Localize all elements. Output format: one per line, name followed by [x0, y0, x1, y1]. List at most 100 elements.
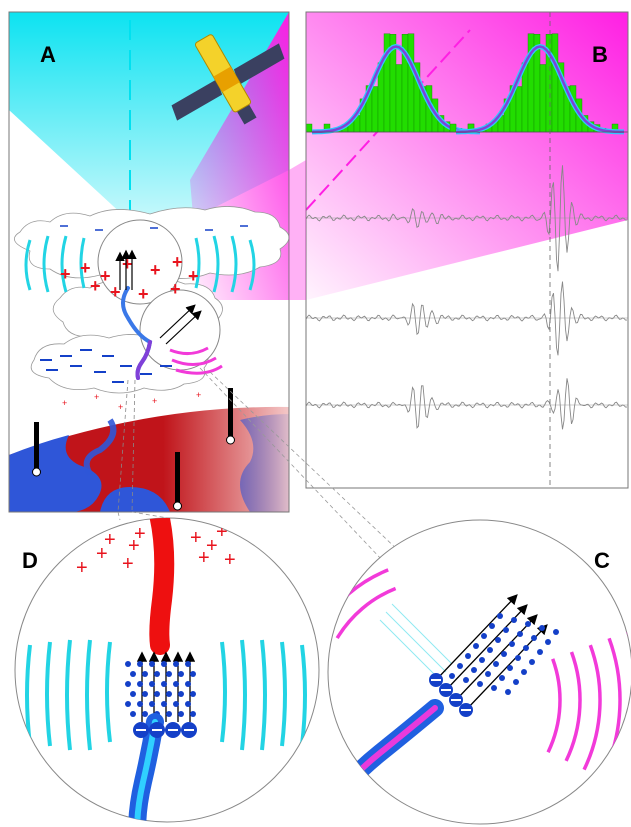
electron — [501, 651, 507, 657]
positive-leader — [148, 518, 175, 655]
panel-b-label: B — [592, 42, 608, 67]
electron — [185, 661, 191, 667]
satellite-icon — [171, 34, 285, 125]
panel-d-label: D — [22, 548, 38, 573]
electron — [173, 681, 179, 687]
svg-text:+: + — [216, 521, 228, 543]
electron — [142, 711, 148, 717]
electron — [457, 663, 463, 669]
electron — [185, 701, 191, 707]
ground-blue-left — [9, 435, 102, 512]
panel-d: +++ +++ +++ ++ — [14, 517, 320, 823]
svg-text:+: + — [62, 398, 67, 408]
electron-arrow — [455, 614, 538, 701]
svg-text:+: + — [188, 266, 199, 286]
gamma-waves-d — [25, 639, 307, 751]
svg-text:+: + — [94, 392, 99, 402]
electron-row-c — [429, 673, 473, 717]
svg-text:+: + — [138, 284, 149, 304]
svg-text:+: + — [152, 396, 157, 406]
svg-text:+: + — [122, 553, 134, 575]
electron — [495, 637, 501, 643]
waveforms — [306, 165, 628, 430]
electron — [477, 681, 483, 687]
panel-a-label: A — [40, 42, 56, 67]
electron — [149, 661, 155, 667]
electron — [190, 711, 196, 717]
electron — [142, 671, 148, 677]
svg-text:+: + — [76, 557, 88, 579]
histogram-bar — [539, 64, 547, 133]
electron — [481, 633, 487, 639]
svg-text:+: + — [90, 276, 101, 296]
histograms — [306, 33, 624, 135]
svg-text:+: + — [100, 266, 111, 286]
electron — [161, 681, 167, 687]
electron — [137, 701, 143, 707]
electron — [471, 667, 477, 673]
electron — [473, 643, 479, 649]
electron — [487, 647, 493, 653]
electron — [161, 701, 167, 707]
electron — [130, 691, 136, 697]
svg-text:+: + — [110, 282, 121, 302]
electron — [511, 617, 517, 623]
electron — [178, 671, 184, 677]
electron-arrows-lower — [159, 304, 202, 345]
electron — [545, 639, 551, 645]
electron — [493, 661, 499, 667]
electrons-c — [449, 613, 559, 695]
electron — [463, 677, 469, 683]
waveform-trace — [306, 165, 627, 272]
svg-text:+: + — [96, 543, 108, 565]
electron — [185, 681, 191, 687]
radio-wave-arc — [582, 644, 602, 771]
electron — [178, 711, 184, 717]
positive-charges-upper: +++ +++ +++ ++ — [60, 252, 199, 304]
electron-arrow — [435, 594, 518, 681]
electron — [149, 701, 155, 707]
positive-charges-d: +++ +++ +++ ++ — [76, 521, 236, 579]
svg-text:+: + — [172, 252, 183, 272]
electron — [509, 641, 515, 647]
electron — [166, 671, 172, 677]
electron — [503, 627, 509, 633]
panel-c — [327, 519, 631, 825]
radio-waves-a — [169, 346, 223, 375]
electron — [465, 653, 471, 659]
electron — [161, 661, 167, 667]
electron — [525, 621, 531, 627]
electron — [489, 623, 495, 629]
svg-text:+: + — [60, 264, 71, 284]
histogram-bar — [515, 86, 523, 133]
histogram-bar — [407, 33, 415, 133]
electron — [166, 691, 172, 697]
electron-row-d — [133, 722, 197, 738]
svg-text:+: + — [224, 549, 236, 571]
electron — [137, 681, 143, 687]
field-circle-upper — [97, 219, 183, 305]
histogram-bar — [371, 86, 379, 133]
electron — [499, 675, 505, 681]
histogram-bar — [306, 123, 313, 133]
electron — [190, 691, 196, 697]
electron — [178, 691, 184, 697]
histogram-fit — [456, 45, 624, 134]
sensor-station-icon — [32, 388, 235, 511]
svg-text:+: + — [104, 529, 116, 551]
electron — [523, 645, 529, 651]
svg-text:+: + — [196, 390, 201, 400]
electron — [154, 671, 160, 677]
electron — [507, 665, 513, 671]
electron — [505, 689, 511, 695]
histogram-bar — [395, 64, 403, 133]
electron — [479, 657, 485, 663]
electron — [497, 613, 503, 619]
electron — [521, 669, 527, 675]
panel-b — [306, 12, 628, 488]
electron — [553, 629, 559, 635]
electron — [154, 691, 160, 697]
electron — [166, 711, 172, 717]
negative-charges-lower — [40, 349, 172, 383]
